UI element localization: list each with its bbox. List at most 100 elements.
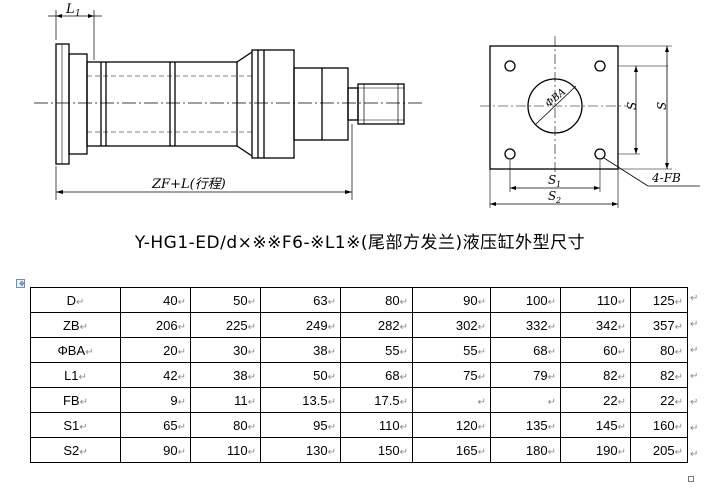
l1-label-sub: 1 — [75, 9, 81, 19]
table-cell[interactable]: 125↵ — [630, 287, 688, 313]
table-cell[interactable]: 13.5↵ — [260, 387, 341, 413]
table-cell[interactable]: 150↵ — [340, 437, 413, 463]
table-cell[interactable]: ↵ — [412, 387, 491, 413]
cell-value: 11 — [234, 392, 248, 408]
table-cell[interactable]: 249↵ — [260, 312, 341, 338]
table-cell[interactable]: 130↵ — [260, 437, 341, 463]
cell-value: 205 — [652, 442, 675, 458]
table-cell[interactable]: 11↵ — [190, 387, 261, 413]
cell-value: 145 — [595, 417, 618, 433]
table-cell[interactable]: 17.5↵ — [340, 387, 413, 413]
table-cell[interactable]: 68↵ — [490, 337, 561, 363]
table-cell[interactable]: 38↵ — [190, 362, 261, 388]
row-header-cell[interactable]: L1↵ — [30, 362, 121, 388]
table-cell[interactable]: 110↵ — [560, 287, 631, 313]
table-cell[interactable]: 100↵ — [490, 287, 561, 313]
table-cell[interactable]: 190↵ — [560, 437, 631, 463]
side-view — [34, 10, 422, 200]
row-header-cell[interactable]: ZB↵ — [30, 312, 121, 338]
table-cell[interactable]: 145↵ — [560, 412, 631, 438]
table-cell[interactable]: 80↵ — [190, 412, 261, 438]
table-cell[interactable]: 80↵ — [340, 287, 413, 313]
table-cell[interactable]: 82↵ — [630, 362, 688, 388]
row-header-cell[interactable]: D↵ — [30, 287, 121, 313]
row-header-cell[interactable]: S1↵ — [30, 412, 121, 438]
table-cell[interactable]: 9↵ — [120, 387, 191, 413]
cell-end-mark: ↵ — [247, 321, 256, 333]
table-cell[interactable]: 75↵ — [412, 362, 491, 388]
cell-value: 110 — [596, 292, 618, 308]
row-header-cell[interactable]: ΦBA↵ — [30, 337, 121, 363]
s1-horizontal-label: S — [548, 173, 556, 187]
table-cell[interactable]: 90↵ — [120, 437, 191, 463]
table-cell[interactable]: 68↵ — [340, 362, 413, 388]
table-cell[interactable]: 63↵ — [260, 287, 341, 313]
cell-end-mark: ↵ — [177, 346, 186, 358]
table-cell[interactable]: 95↵ — [260, 412, 341, 438]
cell-value: 302 — [455, 317, 478, 333]
cell-end-mark: ↵ — [79, 421, 88, 433]
cell-end-mark: ↵ — [477, 421, 486, 433]
table-cell[interactable]: 120↵ — [412, 412, 491, 438]
table-cell[interactable]: 60↵ — [560, 337, 631, 363]
cell-end-mark: ↵ — [247, 421, 256, 433]
table-cell[interactable]: 20↵ — [120, 337, 191, 363]
cell-value: 68 — [385, 367, 400, 383]
table-cell[interactable]: 110↵ — [190, 437, 261, 463]
table-cell[interactable]: 165↵ — [412, 437, 491, 463]
table-cell[interactable]: 80↵ — [630, 337, 688, 363]
table-cell[interactable]: 180↵ — [490, 437, 561, 463]
cell-end-mark: ↵ — [674, 321, 683, 333]
table-cell[interactable]: 50↵ — [190, 287, 261, 313]
table-resize-handle[interactable] — [688, 476, 694, 482]
table-cell[interactable]: 135↵ — [490, 412, 561, 438]
row-header-text: S1 — [63, 417, 80, 433]
stroke-label: ZF+L(行程) — [151, 177, 226, 192]
row-header-cell[interactable]: FB↵ — [30, 387, 121, 413]
table-cell[interactable]: 55↵ — [340, 337, 413, 363]
row-header-text: ΦBA — [57, 342, 86, 358]
table-cell[interactable]: 82↵ — [560, 362, 631, 388]
table-cell[interactable]: 65↵ — [120, 412, 191, 438]
table-cell[interactable]: 282↵ — [340, 312, 413, 338]
table-cell[interactable]: 40↵ — [120, 287, 191, 313]
table-cell[interactable]: 332↵ — [490, 312, 561, 338]
cell-value: 110 — [226, 442, 248, 458]
table-cell[interactable]: 79↵ — [490, 362, 561, 388]
row-header-cell[interactable]: S2↵ — [30, 437, 121, 463]
cell-value: 160 — [652, 417, 675, 433]
cell-value: 75 — [463, 367, 478, 383]
table-cell[interactable]: 160↵ — [630, 412, 688, 438]
cell-value: 165 — [455, 442, 478, 458]
table-cell[interactable]: ↵ — [490, 387, 561, 413]
table-cell[interactable]: 342↵ — [560, 312, 631, 338]
cell-end-mark: ↵ — [76, 296, 85, 308]
table-cell[interactable]: 38↵ — [260, 337, 341, 363]
end-view-labels: ΦBA S S S 1 S 2 4-FB — [544, 87, 681, 205]
cell-value: 180 — [525, 442, 548, 458]
table-cell[interactable]: 357↵ — [630, 312, 688, 338]
cell-end-mark: ↵ — [327, 321, 336, 333]
table-move-handle[interactable]: ✥ — [16, 279, 25, 288]
cell-value: 110 — [378, 417, 400, 433]
cell-value: 206 — [155, 317, 178, 333]
table-cell[interactable]: 22↵ — [560, 387, 631, 413]
cell-end-mark: ↵ — [617, 321, 626, 333]
table-cell[interactable]: 42↵ — [120, 362, 191, 388]
row-end-mark: ↵ — [690, 319, 699, 330]
table-cell[interactable]: 55↵ — [412, 337, 491, 363]
table-cell[interactable]: 110↵ — [340, 412, 413, 438]
cylinder-drawing: L 1 ZF+L(行程) — [34, 2, 700, 208]
table-cell[interactable]: 225↵ — [190, 312, 261, 338]
table-cell[interactable]: 206↵ — [120, 312, 191, 338]
cell-value: 82 — [660, 367, 675, 383]
table-cell[interactable]: 302↵ — [412, 312, 491, 338]
table-cell[interactable]: 90↵ — [412, 287, 491, 313]
table-cell[interactable]: 50↵ — [260, 362, 341, 388]
table-cell[interactable]: 22↵ — [630, 387, 688, 413]
table-cell[interactable]: 30↵ — [190, 337, 261, 363]
cell-value: 22 — [603, 392, 618, 408]
s2-horizontal-label: S — [548, 189, 556, 203]
cell-value: 342 — [595, 317, 618, 333]
table-cell[interactable]: 205↵ — [630, 437, 688, 463]
